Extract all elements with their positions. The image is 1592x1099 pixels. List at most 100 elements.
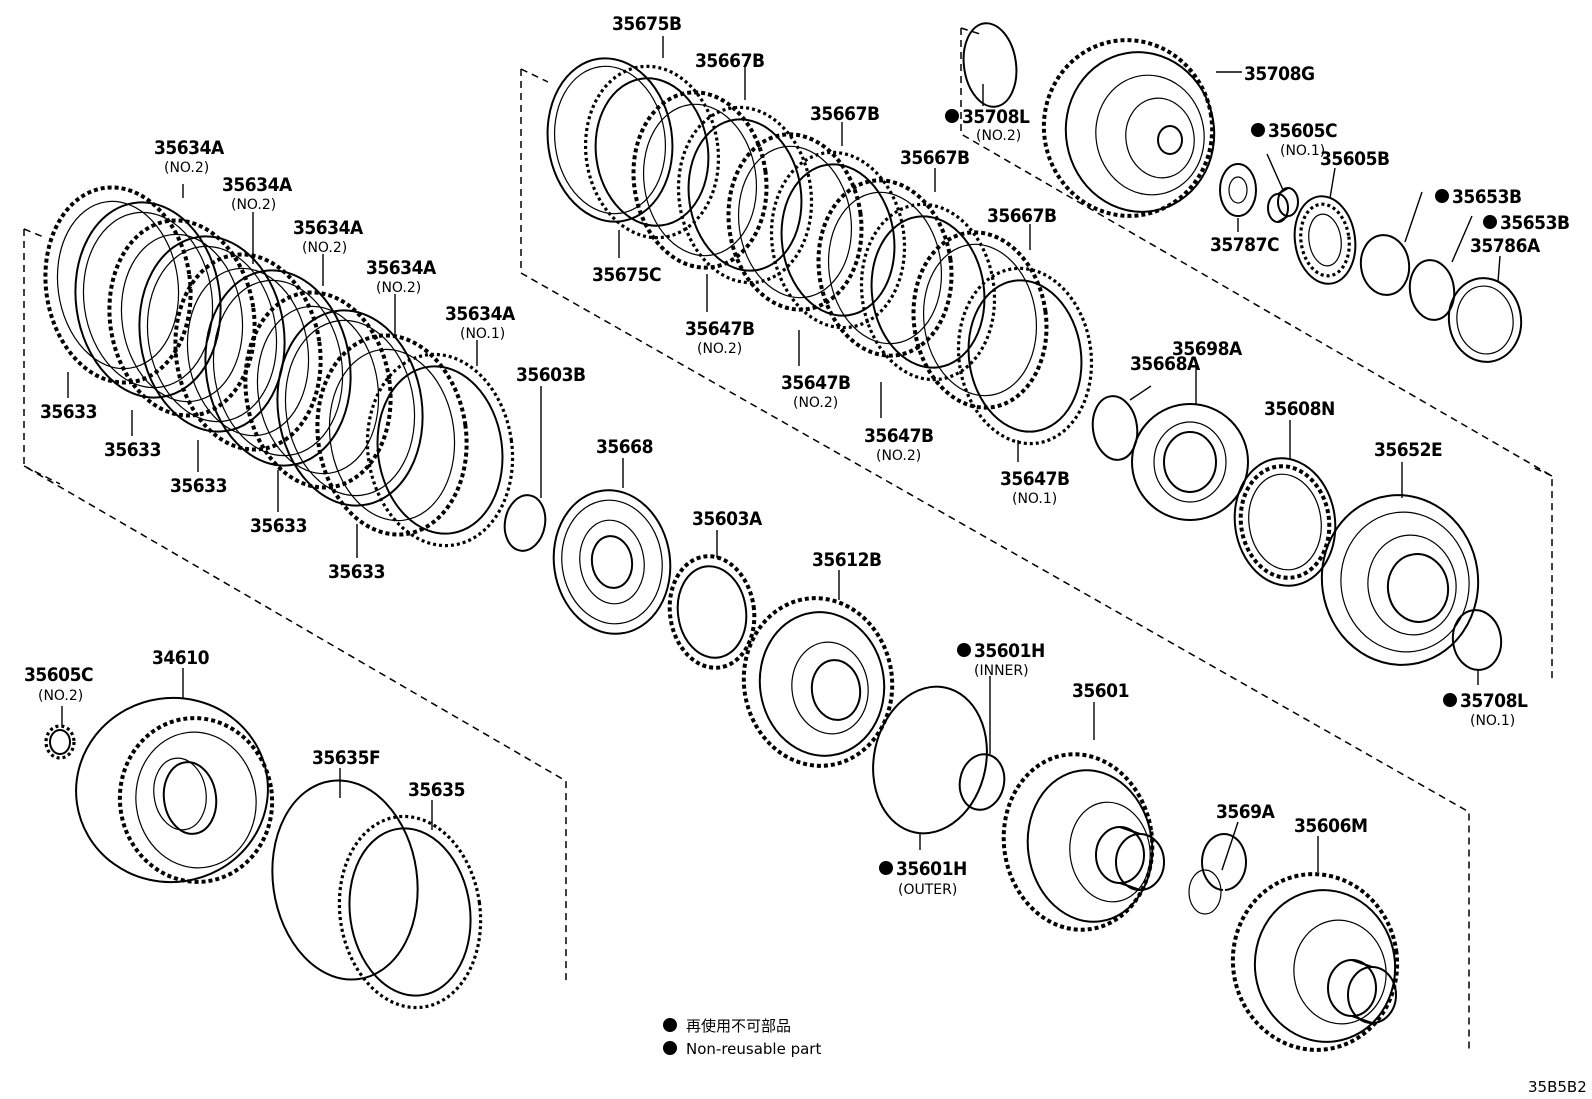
svg-text:35653B: 35653B xyxy=(1452,186,1522,208)
svg-text:35647B: 35647B xyxy=(864,425,934,447)
snap-ring-35668A xyxy=(1091,395,1139,461)
label-35601H-outer: 35601H (OUTER) xyxy=(879,858,967,898)
svg-text:35601H: 35601H xyxy=(896,858,967,880)
svg-text:35708L: 35708L xyxy=(1460,690,1528,712)
label-35608N: 35608N xyxy=(1264,398,1335,420)
svg-text:35667B: 35667B xyxy=(900,147,970,169)
label-35653B-1: 35653B xyxy=(1435,186,1522,208)
clutch-drum-35601 xyxy=(1001,752,1165,932)
svg-text:(NO.2): (NO.2) xyxy=(38,688,83,704)
svg-text:35787C: 35787C xyxy=(1210,234,1279,256)
diagram-code: 35B5B2 xyxy=(1528,1078,1587,1096)
label-35633-b: 35633 xyxy=(104,439,161,461)
svg-text:(NO.2): (NO.2) xyxy=(302,240,347,256)
thrust-washer-35786A xyxy=(1447,277,1523,363)
svg-text:35612B: 35612B xyxy=(812,549,882,571)
label-35606M: 35606M xyxy=(1294,815,1368,837)
svg-text:35647B: 35647B xyxy=(1000,468,1070,490)
label-35647B-a: 35647B (NO.2) xyxy=(685,318,755,357)
svg-text:再使用不可部品: 再使用不可部品 xyxy=(686,1017,791,1035)
svg-text:(NO.1): (NO.1) xyxy=(1012,491,1057,507)
label-35708G: 35708G xyxy=(1244,63,1315,85)
label-3569A: 3569A xyxy=(1216,801,1276,823)
svg-text:35633: 35633 xyxy=(40,401,97,423)
snap-ring-35675B xyxy=(546,57,674,223)
label-35634A-c: 35634A (NO.2) xyxy=(293,217,364,256)
svg-text:(NO.2): (NO.2) xyxy=(793,395,838,411)
svg-text:35647B: 35647B xyxy=(781,372,851,394)
thrust-washer-35787C xyxy=(1219,163,1257,217)
flange-35675C xyxy=(583,64,721,240)
leader-lines xyxy=(61,36,1501,872)
svg-text:35647B: 35647B xyxy=(685,318,755,340)
clutch-disc-35634A-a xyxy=(43,185,193,385)
label-35647B-b: 35647B (NO.2) xyxy=(781,372,851,411)
svg-text:35708G: 35708G xyxy=(1244,63,1315,85)
label-35605C-no1: 35605C (NO.1) xyxy=(1251,120,1338,159)
svg-text:35601H: 35601H xyxy=(974,640,1045,662)
label-35635F: 35635F xyxy=(312,747,381,769)
label-35647B-c: 35647B (NO.2) xyxy=(864,425,934,464)
legend: 再使用不可部品 Non-reusable part xyxy=(663,1017,821,1058)
svg-text:35605B: 35605B xyxy=(1320,148,1390,170)
label-35667B-2: 35667B xyxy=(810,103,880,125)
label-35708L-no1: 35708L (NO.1) xyxy=(1443,690,1528,729)
svg-text:35634A: 35634A xyxy=(293,217,364,239)
label-35633-e: 35633 xyxy=(328,561,385,583)
svg-text:35603B: 35603B xyxy=(516,364,586,386)
label-35635: 35635 xyxy=(408,779,465,801)
spring-retainer-35603A xyxy=(667,554,757,670)
label-35634A-d: 35634A (NO.2) xyxy=(366,257,437,296)
clutch-pack-upper xyxy=(546,57,1094,446)
svg-text:(NO.2): (NO.2) xyxy=(697,341,742,357)
label-35668: 35668 xyxy=(596,436,653,458)
sun-gear-35606M xyxy=(1230,872,1400,1052)
clutch-plate-35647B-d xyxy=(956,266,1094,446)
o-ring-35601H-inner xyxy=(958,753,1006,811)
clutch-piston-35652E xyxy=(1320,494,1480,666)
clutch-pack-left xyxy=(43,185,515,548)
svg-text:35634A: 35634A xyxy=(154,137,225,159)
svg-text:35605C: 35605C xyxy=(24,664,93,686)
top-right-components xyxy=(962,22,1523,363)
piston-35668 xyxy=(552,489,672,635)
thrust-bearing-35605B xyxy=(1293,195,1357,285)
svg-text:35667B: 35667B xyxy=(810,103,880,125)
clutch-plate-35647B-a xyxy=(676,105,814,285)
label-35667B-1: 35667B xyxy=(695,50,765,72)
label-35634A-b: 35634A (NO.2) xyxy=(222,174,293,213)
label-35786A: 35786A xyxy=(1470,235,1541,257)
svg-text:35635: 35635 xyxy=(408,779,465,801)
label-35675B: 35675B xyxy=(612,13,682,35)
bushing-35693A xyxy=(1188,833,1247,915)
o-ring-35653B-b xyxy=(1408,259,1456,321)
clutch-plate-35633-e xyxy=(365,352,515,548)
clutch-plate-35633-d xyxy=(276,309,424,507)
svg-text:35634A: 35634A xyxy=(366,257,437,279)
label-35603A: 35603A xyxy=(692,508,763,530)
clutch-disc-35634A-d xyxy=(243,290,393,490)
label-35667B-3: 35667B xyxy=(900,147,970,169)
label-35653B-2: 35653B xyxy=(1483,212,1570,234)
bushing-35605C-no1 xyxy=(1267,187,1299,223)
svg-text:(NO.1): (NO.1) xyxy=(1470,713,1515,729)
svg-text:(NO.2): (NO.2) xyxy=(164,160,209,176)
one-way-clutch-35608N xyxy=(1233,457,1337,587)
label-35603B: 35603B xyxy=(516,364,586,386)
snap-ring-35603B xyxy=(503,494,547,552)
svg-text:35635F: 35635F xyxy=(312,747,380,769)
svg-text:34610: 34610 xyxy=(152,647,210,669)
label-35647B-d: 35647B (NO.1) xyxy=(1000,468,1070,507)
label-35601H-inner: 35601H (INNER) xyxy=(957,640,1045,679)
svg-text:35786A: 35786A xyxy=(1470,235,1541,257)
svg-text:35667B: 35667B xyxy=(695,50,765,72)
clutch-disc-35667B-d xyxy=(911,230,1049,410)
o-ring-35708L-no2 xyxy=(962,22,1018,108)
clutch-disc-35667B-c xyxy=(816,178,954,358)
svg-text:35698A: 35698A xyxy=(1172,338,1243,360)
svg-text:35601: 35601 xyxy=(1072,680,1129,702)
label-35612B: 35612B xyxy=(812,549,882,571)
flange-35635 xyxy=(337,814,483,1010)
bushing-35605C-no2 xyxy=(44,724,76,760)
